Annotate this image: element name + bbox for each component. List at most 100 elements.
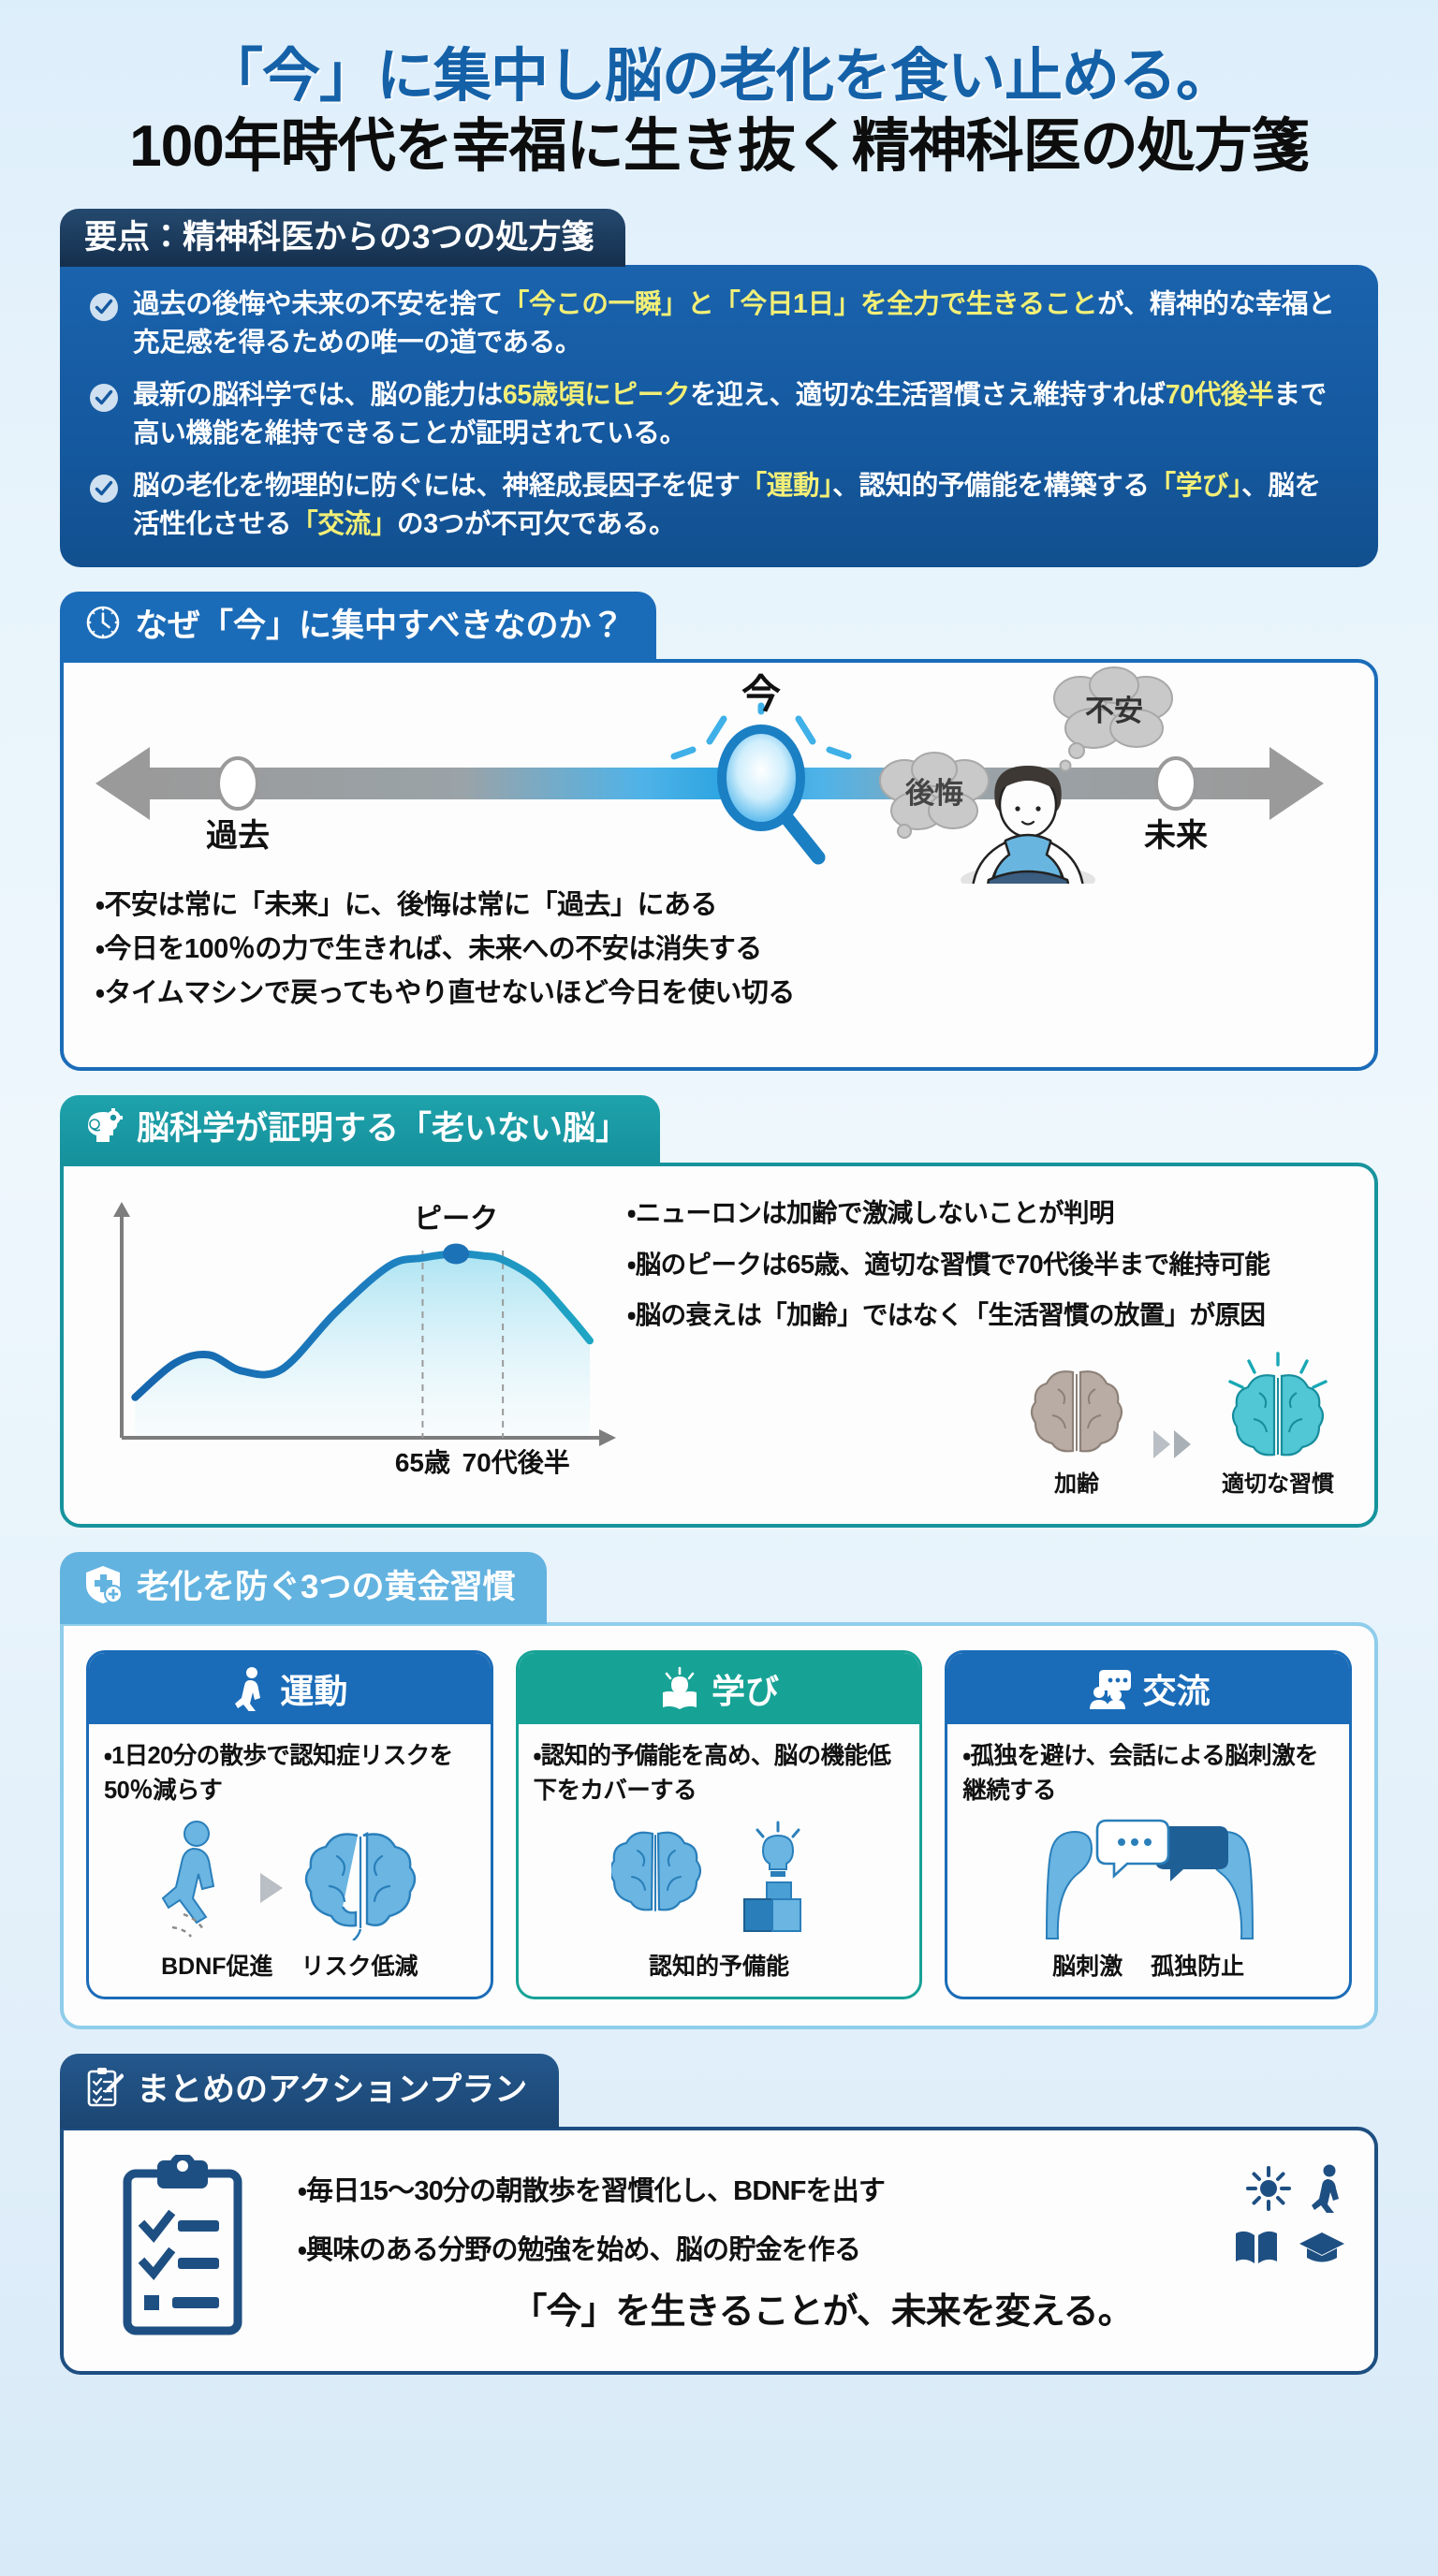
graduation-cap-icon [1299, 2232, 1344, 2262]
svg-text:65歳: 65歳 [395, 1448, 450, 1477]
svg-text:ピーク: ピーク [414, 1204, 498, 1235]
brain-science-bullet: ・脳の衰えは「加齢」ではなく「生活習慣の放置」が原因 [627, 1300, 1266, 1330]
two-people-talking-icon [1045, 1819, 1254, 1939]
brain-gear-icon [84, 1107, 124, 1152]
anxiety-thought-bubble: 不安 [1053, 666, 1173, 772]
action-plan-body: ・毎日15〜30分の朝散歩を習慣化し、BDNFを出す [60, 2126, 1378, 2375]
time-axis-diagram: 過去 未来 今 [64, 663, 1374, 884]
habit-card-social-text: ・孤独を避け、会話による脳刺激を継続する [962, 1743, 1318, 1804]
check-circle-icon [88, 291, 120, 361]
why-now-bullet: ・タイムマシンで戻ってもやり直せないほど今日を使い切る [95, 977, 795, 1008]
page-title: 「今」に集中し脳の老化を食い止める。 100年時代を幸福に生き抜く精神科医の処方… [60, 0, 1378, 181]
key-point-item: 最新の脳科学では、脳の能力は65歳頃にピークを迎え、適切な生活習慣さえ維持すれば… [88, 376, 1346, 452]
habit-caption: 脳刺激 [1052, 1953, 1123, 1980]
habit-card-exercise-captions: BDNF促進リスク低減 [89, 1944, 491, 1997]
brain-science-right: ・ニューロンは加齢で激減しないことが判明・脳のピークは65歳、適切な習慣で70代… [620, 1187, 1365, 1505]
brain-science-section: 脳科学が証明する「老いない脳」 ピーク 65歳 70代後半 [60, 1094, 1378, 1528]
shield-plus-icon [84, 1564, 124, 1613]
why-now-section: なぜ「今」に集中すべきなのか？ [60, 592, 1378, 1071]
action-plan-line-2: ・興味のある分野の勉強を始め、脳の貯金を作る [298, 2226, 1346, 2269]
habit-card-social-title: 交流 [1142, 1672, 1211, 1711]
clock-icon [84, 604, 122, 649]
chevron-right-icon [260, 1872, 284, 1903]
habit-card-learning-text: ・認知的予備能を高め、脳の機能低下をカバーする [533, 1743, 891, 1804]
action-plan-line-2-text: ・興味のある分野の勉強を始め、脳の貯金を作る [298, 2234, 861, 2265]
habit-card-learning-title: 学び [712, 1672, 780, 1711]
action-plan-tab: まとめのアクションプラン [60, 2053, 560, 2129]
habits-body: 運動 ・1日20分の散歩で認知症リスクを50％減らす [60, 1622, 1378, 2029]
svg-text:70代後半: 70代後半 [462, 1448, 570, 1477]
people-chat-icon [1089, 1670, 1131, 1710]
regret-thought-bubble: 後悔 [879, 751, 990, 839]
action-plan-tab-label: まとめのアクションプラン [137, 2071, 528, 2109]
brain-aging-caption: 加齢 [1054, 1471, 1099, 1498]
key-point-item: 過去の後悔や未来の不安を捨て「今この一瞬」と「今日1日」を全力で生きることが、精… [88, 285, 1346, 361]
svg-text:不安: 不安 [1085, 695, 1143, 727]
title-line-1: 「今」に集中し脳の老化を食い止める。 [204, 44, 1234, 109]
why-now-bullets: ・不安は常に「未来」に、後悔は常に「過去」にある・今日を100％の力で生きれば、… [64, 884, 1374, 1021]
brain-icon [611, 1831, 702, 1911]
habits-section: 老化を防ぐ3つの黄金習慣 運動 ・1日20分の散歩で認知症リスクを50％減らす [60, 1551, 1378, 2029]
habit-card-social-art [947, 1813, 1349, 1944]
brain-capacity-chart: ピーク 65歳 70代後半 [77, 1187, 620, 1505]
action-plan-line-1: ・毎日15〜30分の朝散歩を習慣化し、BDNFを出す [298, 2164, 1346, 2213]
magnifier-icon [670, 702, 852, 865]
habit-caption: リスク低減 [301, 1953, 418, 1980]
why-now-bullet: ・不安は常に「未来」に、後悔は常に「過去」にある [95, 889, 718, 920]
key-points-body: 過去の後悔や未来の不安を捨て「今この一瞬」と「今日1日」を全力で生きることが、精… [60, 265, 1378, 568]
action-plan-final-text: 「今」を生きることが、未来を変える。 [511, 2291, 1133, 2332]
habit-card-exercise[interactable]: 運動 ・1日20分の散歩で認知症リスクを50％減らす [86, 1650, 493, 1999]
habit-card-social-header: 交流 [947, 1653, 1350, 1725]
clipboard-pencil-icon [84, 2066, 125, 2116]
book-lightbulb-icon [663, 1667, 697, 1710]
walking-person-icon [235, 1667, 261, 1712]
brain-comparison: 加齢 [627, 1348, 1352, 1498]
walking-person-icon [162, 1820, 215, 1938]
sun-icon [1246, 2165, 1291, 2211]
habit-card-exercise-header: 運動 [89, 1653, 491, 1725]
brain-science-bullets: ・ニューロンは加齢で激減しないことが判明・脳のピークは65歳、適切な習慣で70代… [627, 1194, 1352, 1335]
brain-science-tab-label: 脳科学が証明する「老いない脳」 [137, 1110, 629, 1148]
key-points-tab-label: 要点：精神科医からの3つの処方箋 [84, 218, 594, 256]
check-circle-icon [88, 473, 120, 543]
lightbulb-blocks-icon [743, 1821, 801, 1932]
why-now-tab-label: なぜ「今」に集中すべきなのか？ [135, 607, 624, 644]
double-chevron-right-icon [1153, 1430, 1191, 1459]
grey-brain-icon [1030, 1370, 1123, 1453]
brain-science-body: ピーク 65歳 70代後半 ・ニューロンは加齢で激減しないことが判明・脳のピーク… [60, 1162, 1378, 1528]
blue-brain-icon [305, 1831, 417, 1940]
open-book-icon [1236, 2231, 1277, 2263]
brain-science-tab: 脳科学が証明する「老いない脳」 [60, 1094, 661, 1164]
svg-text:後悔: 後悔 [904, 777, 963, 810]
habits-tab-label: 老化を防ぐ3つの黄金習慣 [137, 1569, 516, 1606]
habit-card-learning-art [519, 1813, 920, 1944]
teal-brain-icon [1228, 1352, 1328, 1456]
brain-science-bullet: ・ニューロンは加齢で激減しないことが判明 [627, 1197, 1114, 1227]
why-now-bullet: ・今日を100％の力で生きれば、未来への不安は消失する [95, 933, 762, 964]
action-plan-line-1-text: ・毎日15〜30分の朝散歩を習慣化し、BDNFを出す [298, 2175, 886, 2206]
key-point-item: 脳の老化を物理的に防ぐには、神経成長因子を促す「運動」、認知的予備能を構築する「… [88, 467, 1346, 543]
habit-card-learning-header: 学び [518, 1653, 920, 1725]
habit-card-exercise-text: ・1日20分の散歩で認知症リスクを50％減らす [104, 1743, 453, 1804]
habit-caption: 認知的予備能 [649, 1953, 790, 1980]
habits-tab: 老化を防ぐ3つの黄金習慣 [60, 1551, 548, 1625]
habit-card-learning[interactable]: 学び ・認知的予備能を高め、脳の機能低下をカバーする [515, 1650, 923, 1999]
brain-science-bullet: ・脳のピークは65歳、適切な習慣で70代後半まで維持可能 [627, 1249, 1270, 1279]
habit-caption: 孤独防止 [1151, 1953, 1245, 1980]
key-point-text: 脳の老化を物理的に防ぐには、神経成長因子を促す「運動」、認知的予備能を構築する「… [133, 471, 1321, 539]
key-points-section: 要点：精神科医からの3つの処方箋 過去の後悔や未来の不安を捨て「今この一瞬」と「… [60, 208, 1378, 568]
why-now-tab: なぜ「今」に集中すべきなのか？ [60, 592, 656, 661]
now-label: 今 [741, 672, 781, 716]
action-plan-section: まとめのアクションプラン [60, 2053, 1378, 2375]
title-line-2: 100年時代を幸福に生き抜く精神科医の処方箋 [129, 114, 1309, 180]
check-circle-icon [88, 382, 120, 452]
habit-card-social[interactable]: 交流 ・孤独を避け、会話による脳刺激を継続する 脳刺激 孤独防止 [945, 1650, 1353, 1999]
past-label: 過去 [206, 818, 270, 854]
why-now-body: 過去 未来 今 [60, 658, 1378, 1071]
habit-card-social-captions: 脳刺激 孤独防止 [947, 1944, 1349, 1997]
habit-card-exercise-art [89, 1813, 491, 1944]
meditating-person-illustration [961, 765, 1095, 884]
brain-healthy-caption: 適切な習慣 [1222, 1471, 1334, 1498]
habit-card-learning-captions: 認知的予備能 [519, 1944, 920, 1997]
future-label: 未来 [1144, 818, 1208, 854]
